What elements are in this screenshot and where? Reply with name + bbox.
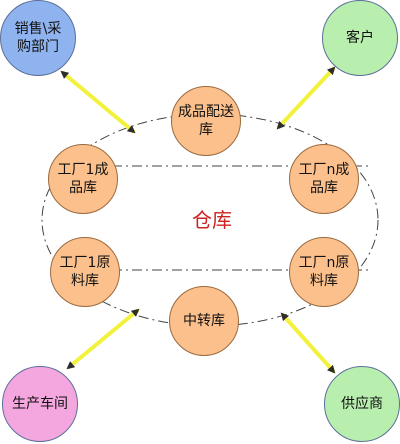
node-label: 销售\采购部门: [14, 21, 62, 55]
arrow-customer-warehouse: [276, 66, 336, 130]
node-label: 成品配送库: [178, 104, 234, 138]
node-factoryn-finished[interactable]: 工厂n成品库: [289, 144, 359, 214]
node-label: 工厂n成品库: [298, 162, 350, 196]
node-transfer[interactable]: 中转库: [169, 286, 239, 356]
node-label: 工厂1成品库: [57, 162, 109, 196]
arrow-supplier-warehouse: [280, 312, 336, 374]
node-customer[interactable]: 客户: [322, 0, 398, 76]
node-supplier[interactable]: 供应商: [324, 366, 400, 442]
node-label: 工厂n原料库: [298, 255, 350, 289]
node-label: 工厂1原料库: [59, 255, 111, 289]
node-factoryn-raw[interactable]: 工厂n原料库: [289, 237, 359, 307]
node-production[interactable]: 生产车间: [2, 366, 78, 442]
warehouse-boundary: [41, 113, 379, 327]
node-label: 供应商: [341, 396, 383, 412]
node-label: 中转库: [183, 313, 225, 329]
node-sales-purchase[interactable]: 销售\采购部门: [0, 0, 76, 76]
node-factory1-finished[interactable]: 工厂1成品库: [48, 144, 118, 214]
node-label: 客户: [346, 30, 374, 46]
node-label: 生产车间: [12, 396, 68, 412]
node-factory1-raw[interactable]: 工厂1原料库: [50, 237, 120, 307]
node-finished-distribution[interactable]: 成品配送库: [171, 86, 241, 156]
warehouse-label: 仓库: [192, 208, 232, 232]
arrow-sales-warehouse: [60, 70, 136, 134]
arrow-production-warehouse: [66, 308, 140, 370]
